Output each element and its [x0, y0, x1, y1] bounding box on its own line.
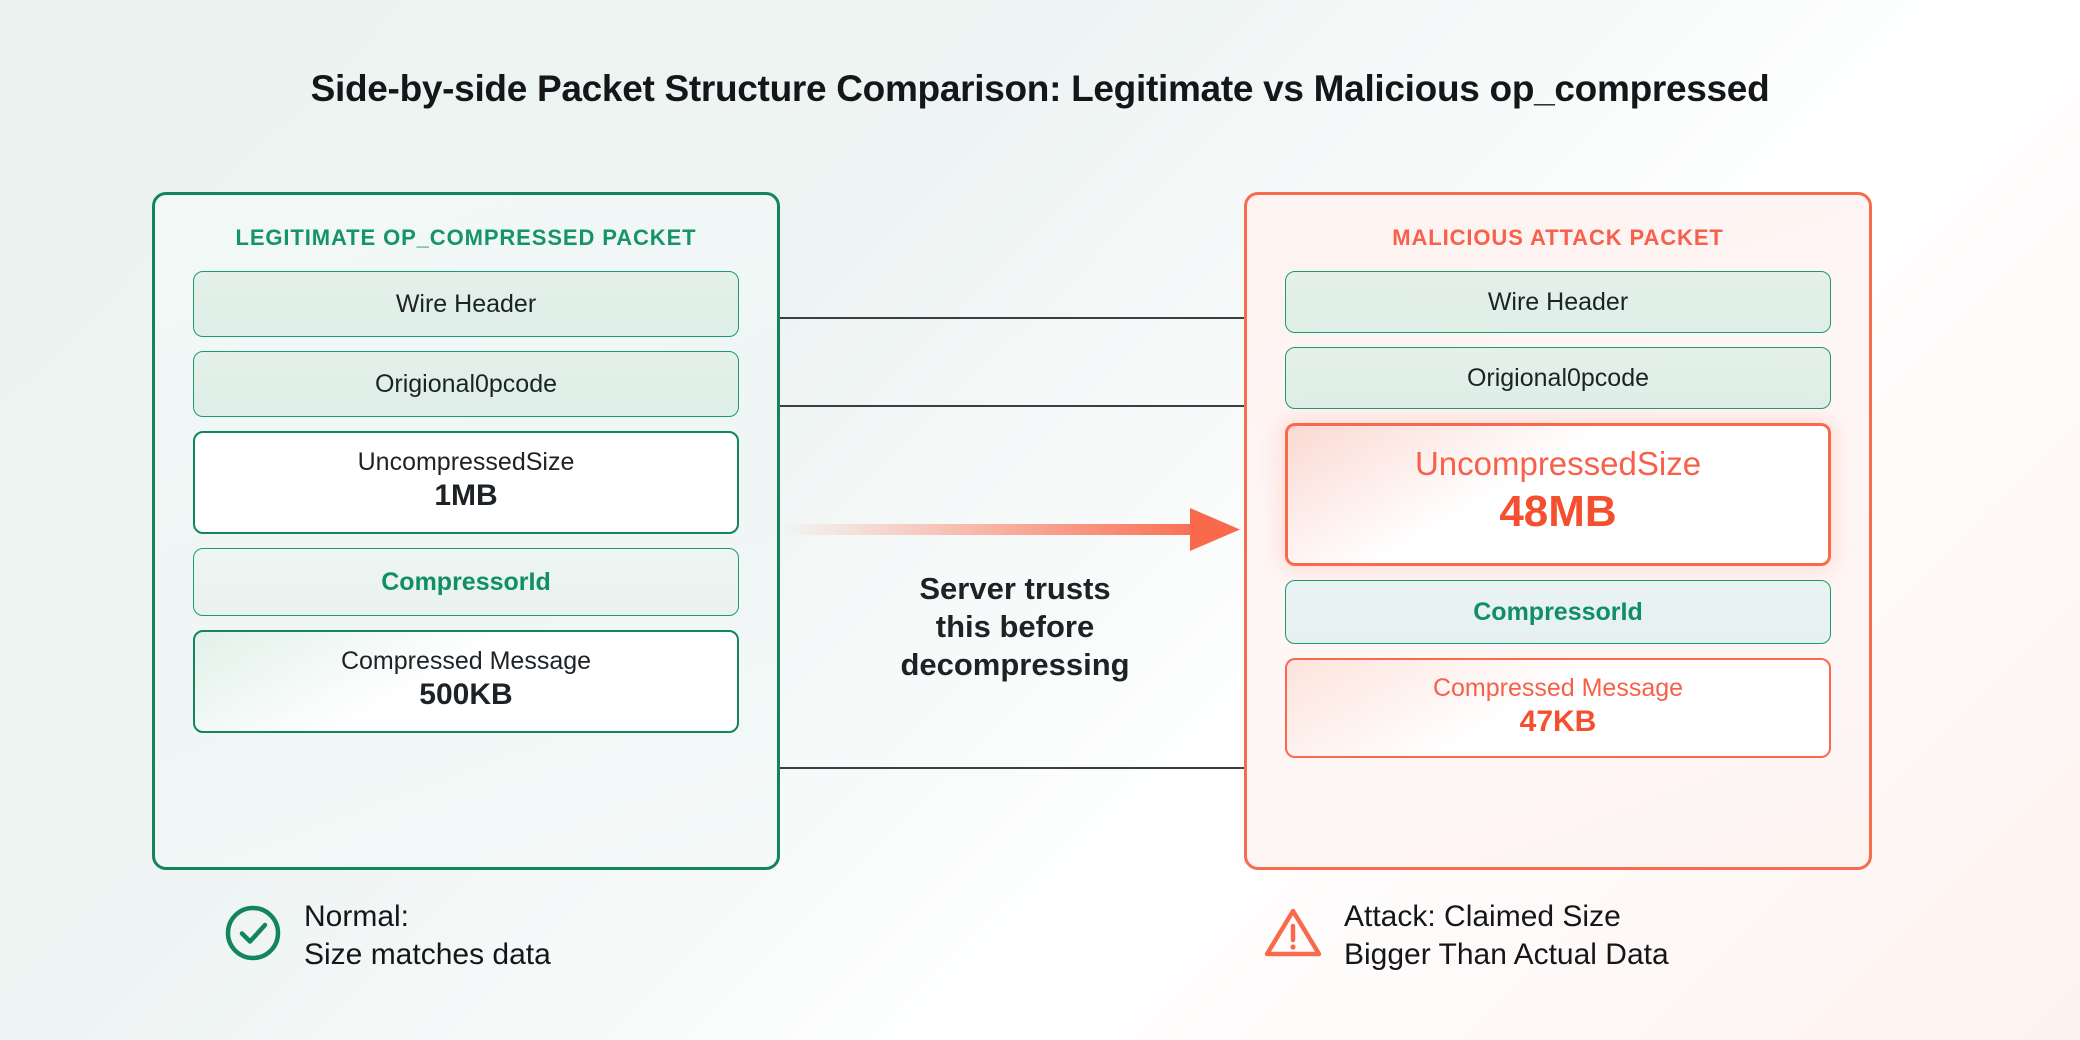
page-title: Side-by-side Packet Structure Comparison…	[310, 68, 1770, 109]
legend-normal-line-1: Normal:	[304, 900, 410, 933]
legend-normal: Normal: Size matches data	[222, 898, 551, 974]
field-compressed-message-right: Compressed Message 47KB	[1285, 657, 1831, 759]
connector-wire-header	[740, 317, 1290, 319]
field-label: Origional0pcode	[374, 370, 558, 398]
center-note-line-3: decompressing	[900, 646, 1130, 682]
field-value: 1MB	[434, 479, 498, 512]
field-label: Wire Header	[1487, 288, 1629, 316]
connector-compressed-message	[740, 767, 1290, 769]
field-label: Wire Header	[395, 290, 537, 318]
malicious-packet-panel: MALICIOUS ATTACK PACKET Wire Header Orig…	[1244, 192, 1872, 870]
field-uncompressed-size-right: UncompressedSize 48MB	[1285, 423, 1831, 566]
field-original-opcode-right: Origional0pcode	[1285, 347, 1831, 409]
check-circle-icon	[222, 902, 284, 969]
field-value: 48MB	[1499, 486, 1617, 536]
legitimate-field-list: Wire Header Origional0pcode Uncompressed…	[193, 271, 739, 733]
legend-attack: Attack: Claimed Size Bigger Than Actual …	[1262, 898, 1669, 974]
legend-normal-text: Normal: Size matches data	[304, 898, 551, 974]
field-compressor-id-right: CompressorId	[1285, 579, 1831, 644]
malicious-panel-heading: MALICIOUS ATTACK PACKET	[1392, 225, 1724, 250]
legitimate-panel-heading: LEGITIMATE OP_COMPRESSED PACKET	[235, 225, 697, 250]
center-note-line-2: this before	[935, 608, 1095, 644]
field-compressor-id-left: CompressorId	[193, 547, 739, 616]
legend-attack-text: Attack: Claimed Size Bigger Than Actual …	[1344, 898, 1669, 974]
field-label: Origional0pcode	[1466, 364, 1650, 392]
field-label: CompressorId	[381, 567, 551, 596]
field-compressed-message-left: Compressed Message 500KB	[193, 629, 739, 733]
field-uncompressed-size-left: UncompressedSize 1MB	[193, 431, 739, 534]
field-label: Compressed Message	[340, 646, 592, 675]
field-label: Compressed Message	[1432, 673, 1684, 702]
trust-arrow	[780, 500, 1250, 560]
field-original-opcode-left: Origional0pcode	[193, 351, 739, 417]
field-wire-header-left: Wire Header	[193, 271, 739, 337]
legend-attack-line-2: Bigger Than Actual Data	[1344, 937, 1669, 971]
legitimate-packet-panel: LEGITIMATE OP_COMPRESSED PACKET Wire Hea…	[152, 192, 780, 870]
warning-triangle-icon	[1262, 902, 1324, 969]
field-label: UncompressedSize	[1414, 445, 1702, 482]
legend-attack-line-1: Attack: Claimed Size	[1344, 900, 1621, 933]
field-value: 500KB	[419, 677, 513, 711]
connector-original-opcode	[740, 405, 1290, 407]
center-note-line-1: Server trusts	[919, 571, 1111, 606]
field-label: CompressorId	[1473, 597, 1643, 626]
field-label: UncompressedSize	[357, 448, 575, 476]
legend-normal-line-2: Size matches data	[304, 937, 551, 971]
center-note: Server trusts this before decompressing	[790, 570, 1240, 683]
malicious-field-list: Wire Header Origional0pcode Uncompressed…	[1285, 271, 1831, 759]
field-value: 47KB	[1519, 704, 1597, 738]
field-wire-header-right: Wire Header	[1285, 271, 1831, 333]
